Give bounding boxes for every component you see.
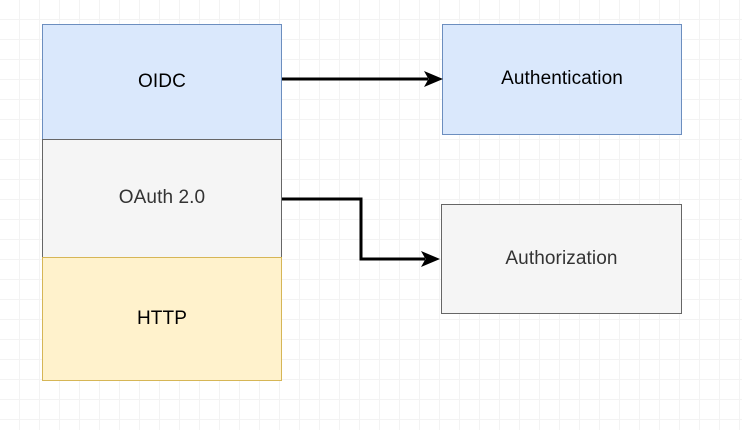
node-authorization-label: Authorization bbox=[505, 247, 618, 269]
node-authorization[interactable]: Authorization bbox=[441, 204, 682, 314]
node-authentication[interactable]: Authentication bbox=[442, 24, 682, 135]
node-oauth-label: OAuth 2.0 bbox=[118, 187, 206, 209]
node-authentication-label: Authentication bbox=[501, 68, 623, 90]
node-oidc[interactable]: OIDC bbox=[42, 24, 282, 140]
edge-oidc-to-authentication bbox=[282, 71, 443, 87]
edge-oauth-to-authorization bbox=[282, 197, 440, 267]
node-oauth[interactable]: OAuth 2.0 bbox=[42, 139, 282, 258]
node-http[interactable]: HTTP bbox=[42, 257, 282, 381]
arrowhead-icon bbox=[421, 251, 440, 267]
edge-oauth-to-authorization-line bbox=[282, 197, 425, 261]
node-http-label: HTTP bbox=[136, 307, 187, 329]
arrowhead-icon bbox=[424, 71, 443, 87]
node-oidc-label: OIDC bbox=[138, 70, 186, 92]
